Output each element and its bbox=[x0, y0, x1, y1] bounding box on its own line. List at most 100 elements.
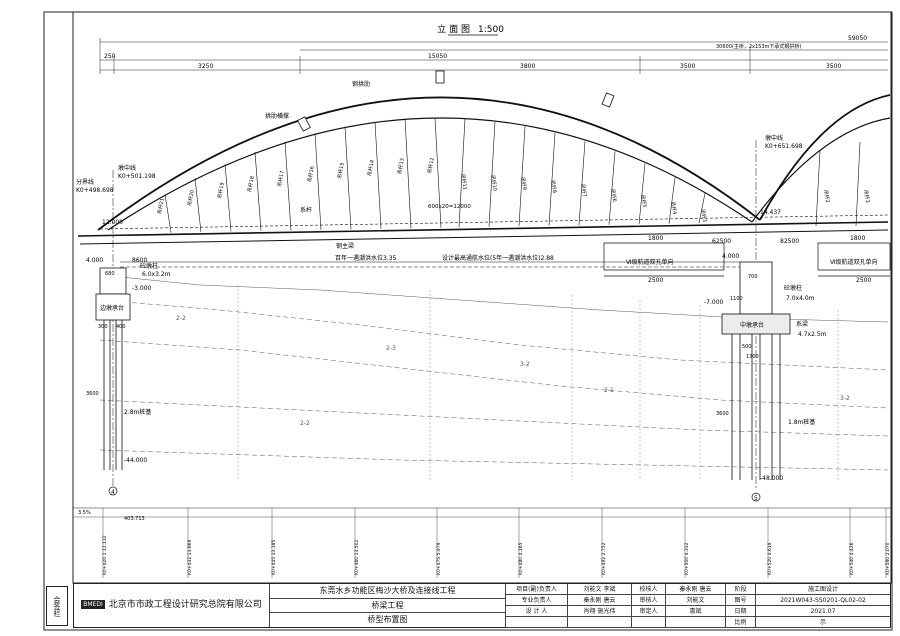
right-col-size: 7.0x4.0m bbox=[786, 295, 815, 302]
hanger-label: 吊杆20 bbox=[186, 189, 196, 206]
title-block-key: 项目(副)负责人 bbox=[506, 584, 568, 595]
hanger-label: 吊杆14 bbox=[366, 159, 376, 176]
dim-8600: 8600 bbox=[132, 257, 147, 264]
title-block-key: 设 计 人 bbox=[506, 606, 568, 617]
label-water-nav: 设计最高通航水位(5年一遇潮洪水位)2.88 bbox=[442, 254, 554, 262]
elev-m48: -48.000 bbox=[760, 475, 783, 482]
nav-2500a: 2500 bbox=[648, 277, 663, 284]
station-label: K0+580 2.070 bbox=[885, 542, 891, 575]
right-cap-label: 中墩承台 bbox=[740, 321, 764, 329]
station-label: K0+480 4.165 bbox=[518, 542, 524, 575]
top-dimensions bbox=[99, 38, 888, 74]
hanger-label: 吊杆13 bbox=[396, 158, 406, 175]
pier-5-number: 5 bbox=[754, 495, 758, 502]
hanger bbox=[254, 152, 262, 231]
hanger bbox=[404, 118, 412, 229]
elev-14: 14.437 bbox=[760, 209, 781, 216]
left-col-label: 砼墩柱 bbox=[140, 262, 158, 270]
title-block-key: 校核人 bbox=[632, 584, 666, 595]
deck-girder bbox=[77, 214, 889, 245]
sub-project: 桥梁工程 bbox=[270, 599, 506, 613]
station-label: K0+500 4.332 bbox=[684, 542, 690, 575]
dim-total: 59050 bbox=[848, 35, 867, 42]
hanger-label: 吊杆9 bbox=[519, 176, 528, 190]
tie-beam-label: 系梁 bbox=[796, 320, 808, 328]
right-dim-3600: 3600 bbox=[716, 411, 729, 417]
drawing-scale: 1:500 bbox=[478, 25, 504, 35]
hanger-label: 吊杆16 bbox=[306, 166, 316, 183]
title-block-value: 示 bbox=[756, 617, 890, 628]
elev-m44: -44.000 bbox=[124, 457, 147, 464]
hanger bbox=[488, 121, 496, 227]
title-block-value bbox=[666, 617, 726, 628]
title-block-key: 图号 bbox=[726, 595, 756, 606]
hanger bbox=[314, 133, 322, 230]
station-label: K0+475 5.979 bbox=[436, 542, 442, 575]
hanger-label: 吊杆11 bbox=[459, 173, 469, 190]
title-block-key: 比例 bbox=[726, 617, 756, 628]
station-label: K0+520 4.619 bbox=[767, 542, 773, 575]
hanger-label: 吊杆21 bbox=[156, 197, 166, 214]
hanger bbox=[224, 164, 232, 232]
title-block-value: 秦永刚 唐云 bbox=[666, 584, 726, 595]
nav-clearance bbox=[603, 242, 891, 277]
right-col-label: 砼墩柱 bbox=[784, 284, 802, 292]
pier-centerlines bbox=[112, 140, 757, 490]
steel-arch bbox=[97, 94, 891, 231]
title-block-key: 阶段 bbox=[726, 584, 756, 595]
label-split-line: 分界线 bbox=[76, 178, 94, 186]
company-name: 北京市市政工程设计研究总院有限公司 bbox=[108, 600, 262, 610]
dim-250: 250 bbox=[104, 53, 116, 60]
title-block-value: 施工图设计 bbox=[756, 584, 890, 595]
label-arch-brace: 拱肋横撑 bbox=[265, 112, 289, 120]
geo-text-5: 2-2 bbox=[300, 420, 310, 427]
nav-1800b: 1800 bbox=[850, 235, 865, 242]
hanger-label: 吊杆15 bbox=[336, 162, 346, 179]
hanger-label: 吊杆3 bbox=[862, 189, 871, 203]
dim-3500b: 3500 bbox=[826, 63, 841, 70]
hanger bbox=[548, 132, 556, 226]
station-label: K0+432 13.669 bbox=[187, 540, 193, 575]
hanger bbox=[374, 121, 382, 229]
hanger-label: 吊杆4 bbox=[669, 201, 678, 215]
title-block-grid: 项目(副)负责人刘能文 李斌校核人秦永刚 唐云阶段施工图设计专业负责人秦永刚 唐… bbox=[506, 584, 890, 628]
hanger-label: 吊杆8 bbox=[549, 179, 558, 193]
station-label: K0+492 2.752 bbox=[601, 542, 607, 575]
right-dim-1300: 1300 bbox=[746, 354, 759, 360]
hanger bbox=[815, 149, 821, 227]
hanger bbox=[344, 126, 352, 230]
elev-4b: 4.000 bbox=[722, 253, 739, 260]
hanger-label: 吊杆7 bbox=[579, 183, 588, 197]
left-dim-400: 400 bbox=[116, 324, 126, 330]
elev-4a: 4.000 bbox=[86, 257, 103, 264]
title-block-key: 专业负责人 bbox=[506, 595, 568, 606]
elev-12: 12.000 bbox=[102, 219, 123, 226]
drawing-title: 立 面 图 bbox=[437, 23, 470, 35]
hanger-label: 吊杆19 bbox=[216, 182, 226, 199]
left-col-size: 6.0x3.2m bbox=[142, 271, 171, 278]
right-dim-700: 700 bbox=[748, 274, 758, 280]
dim-3500a: 3500 bbox=[680, 63, 695, 70]
dim-62500: 62500 bbox=[712, 238, 731, 245]
label-arch-rib: 钢拱肋 bbox=[352, 80, 370, 88]
hanger-label: 吊杆12 bbox=[426, 157, 436, 174]
left-dim-3600: 3600 bbox=[86, 391, 99, 397]
label-nav-box-left: Ⅵ级航道双孔单向 bbox=[626, 258, 674, 266]
label-tie-beam: 系杆 bbox=[300, 206, 312, 214]
hanger bbox=[578, 141, 586, 226]
right-dim-1100: 1100 bbox=[730, 296, 743, 302]
dim-82500: 82500 bbox=[780, 238, 799, 245]
dim-15050: 15050 bbox=[428, 53, 447, 60]
title-block-key: 审定人 bbox=[632, 606, 666, 617]
label-pier-center-right: 墩中线 bbox=[765, 134, 783, 142]
label-pier-center-left: 墩中线 bbox=[118, 164, 136, 172]
drawing-name: 桥型布置图 bbox=[270, 613, 506, 627]
hanger-label: 吊杆17 bbox=[276, 170, 286, 187]
left-dim-300: 300 bbox=[98, 324, 108, 330]
hanger bbox=[668, 177, 676, 224]
dim-span-note: 30600(主桥，2x153m下承式钢拱桥) bbox=[716, 43, 801, 50]
label-pier-station-right: K0+651.698 bbox=[765, 143, 803, 150]
